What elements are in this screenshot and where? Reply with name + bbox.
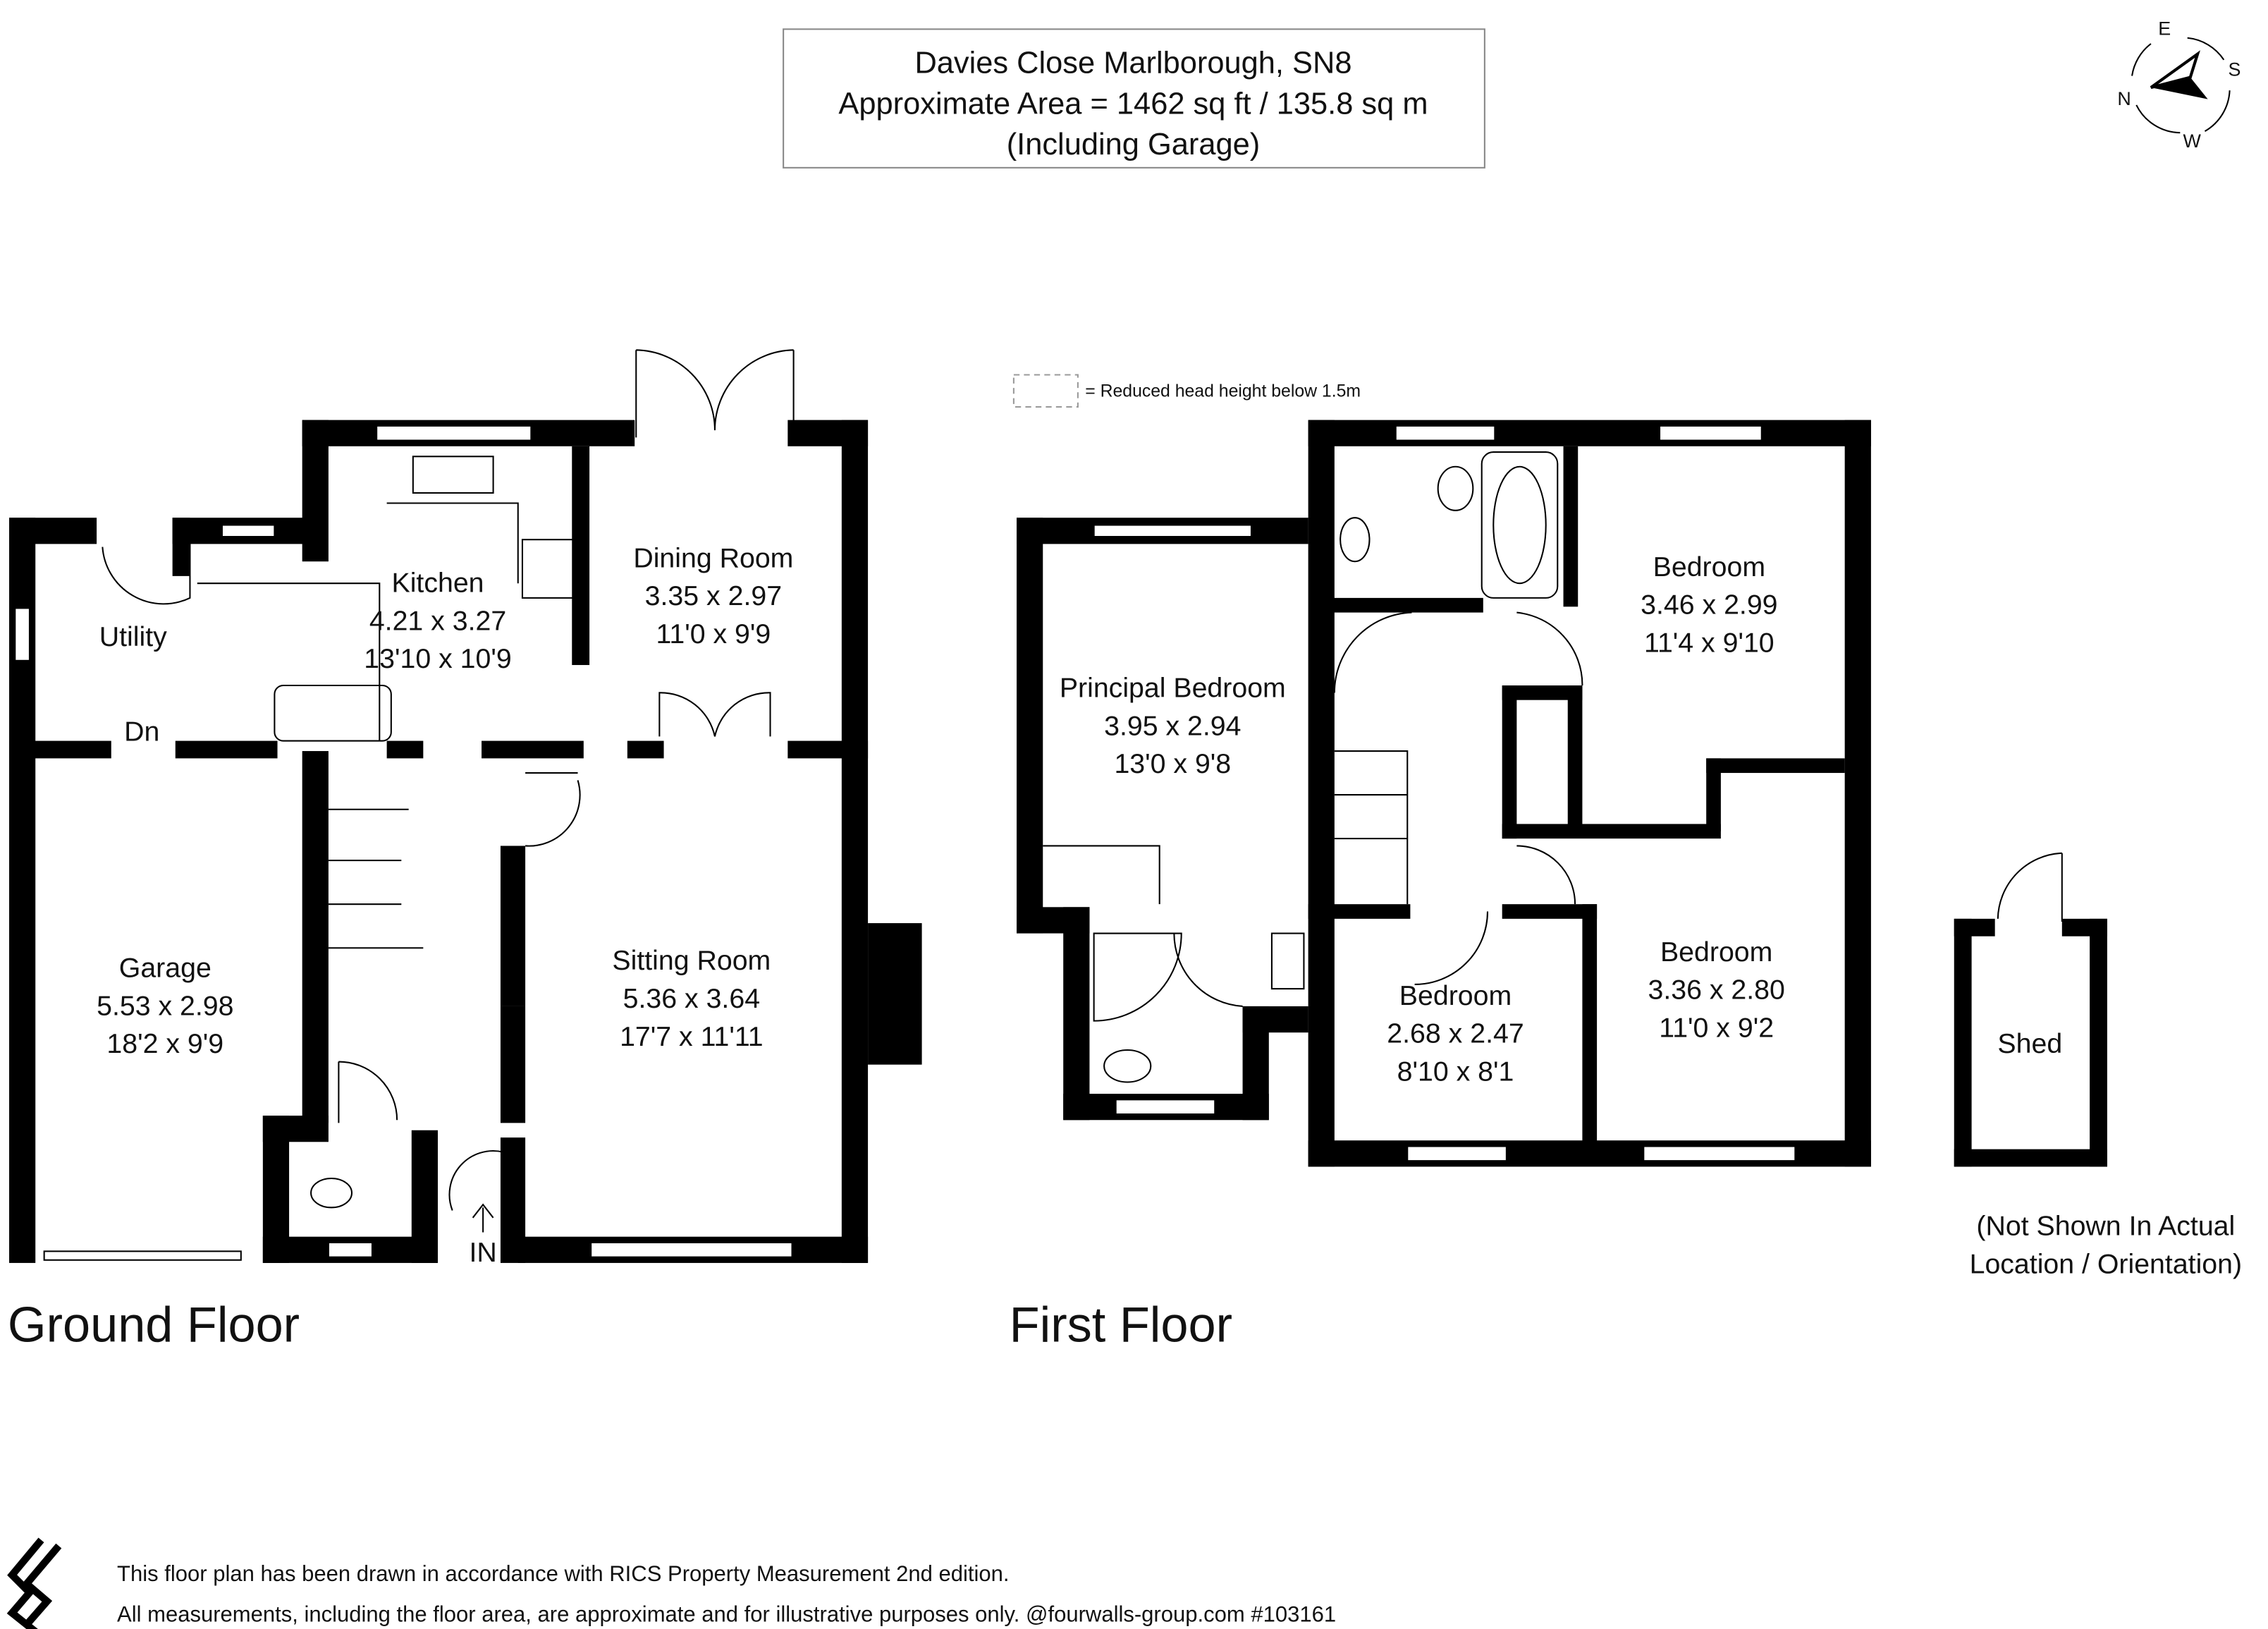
header-box: Davies Close Marlborough, SN8 Approximat… (783, 28, 1485, 169)
principal-bedroom-metric: 3.95 x 2.94 (1104, 710, 1241, 741)
svg-text:= Reduced head height below 1.: = Reduced head height below 1.5m (1085, 382, 1361, 401)
kitchen-label: Kitchen (391, 568, 484, 599)
shed-label: Shed (1997, 1028, 2062, 1059)
bedroom-3-metric: 2.68 x 2.47 (1387, 1018, 1524, 1049)
sitting-room-imperial: 17'7 x 11'11 (620, 1021, 764, 1052)
first-floor-title: First Floor (1010, 1297, 1232, 1353)
header-line2: Approximate Area = 1462 sq ft / 135.8 sq… (838, 87, 1428, 121)
principal-bedroom-imperial: 13'0 x 9'8 (1114, 748, 1231, 779)
kitchen-metric: 4.21 x 3.27 (369, 605, 506, 636)
entrance-arrow-icon (472, 1203, 494, 1233)
bedroom-2-metric: 3.46 x 2.99 (1641, 590, 1777, 621)
bedroom-2-label: Bedroom (1653, 551, 1765, 582)
legend-reduced-head-height: = Reduced head height below 1.5m (1012, 374, 1361, 408)
compass-e: E (2158, 18, 2171, 39)
header-line1: Davies Close Marlborough, SN8 (914, 46, 1351, 80)
bedroom-3-imperial: 8'10 x 8'1 (1397, 1056, 1514, 1087)
shed: Shed (Not Shown In Actual Location / Ori… (1954, 852, 2242, 1279)
header-line3: (Including Garage) (1007, 128, 1261, 161)
garage-imperial: 18'2 x 9'9 (106, 1028, 223, 1059)
dining-room-metric: 3.35 x 2.97 (645, 580, 782, 611)
dining-room-label: Dining Room (633, 542, 793, 573)
bedroom-4-label: Bedroom (1660, 936, 1772, 968)
ground-floor-title: Ground Floor (8, 1297, 300, 1353)
stairs-down-label: Dn (124, 716, 159, 748)
footer-line2: All measurements, including the floor ar… (117, 1602, 1336, 1627)
compass-n: N (2117, 88, 2131, 109)
first-floor-walls (1017, 420, 1871, 1167)
shed-note-line1: (Not Shown In Actual (1976, 1211, 2235, 1242)
garage-label: Garage (119, 953, 212, 984)
compass-icon: E S N W (2117, 18, 2241, 152)
bedroom-2-imperial: 11'4 x 9'10 (1644, 627, 1774, 658)
bedroom-3-label: Bedroom (1399, 980, 1512, 1011)
fourwalls-logo (6, 1537, 62, 1629)
garage-metric: 5.53 x 2.98 (97, 990, 233, 1021)
bedroom-4-metric: 3.36 x 2.80 (1648, 975, 1784, 1006)
ground-floor-walls (9, 349, 922, 1263)
sitting-room-label: Sitting Room (612, 945, 771, 976)
sitting-room-metric: 5.36 x 3.64 (623, 983, 760, 1014)
dining-room-imperial: 11'0 x 9'9 (656, 618, 771, 649)
entrance-label: IN (469, 1237, 496, 1268)
principal-bedroom-label: Principal Bedroom (1060, 673, 1286, 704)
first-floor-labels: Principal Bedroom 3.95 x 2.94 13'0 x 9'8… (1010, 551, 1785, 1353)
bedroom-4-imperial: 11'0 x 9'2 (1659, 1012, 1774, 1043)
kitchen-imperial: 13'10 x 10'9 (364, 643, 511, 674)
ground-floor-labels: Kitchen 4.21 x 3.27 13'10 x 10'9 Dining … (8, 542, 793, 1352)
utility-label: Utility (99, 621, 167, 652)
shed-note-line2: Location / Orientation) (1970, 1248, 2242, 1279)
footer-line1: This floor plan has been drawn in accord… (117, 1561, 1009, 1586)
compass-w: W (2183, 130, 2201, 152)
compass-s: S (2229, 59, 2241, 80)
